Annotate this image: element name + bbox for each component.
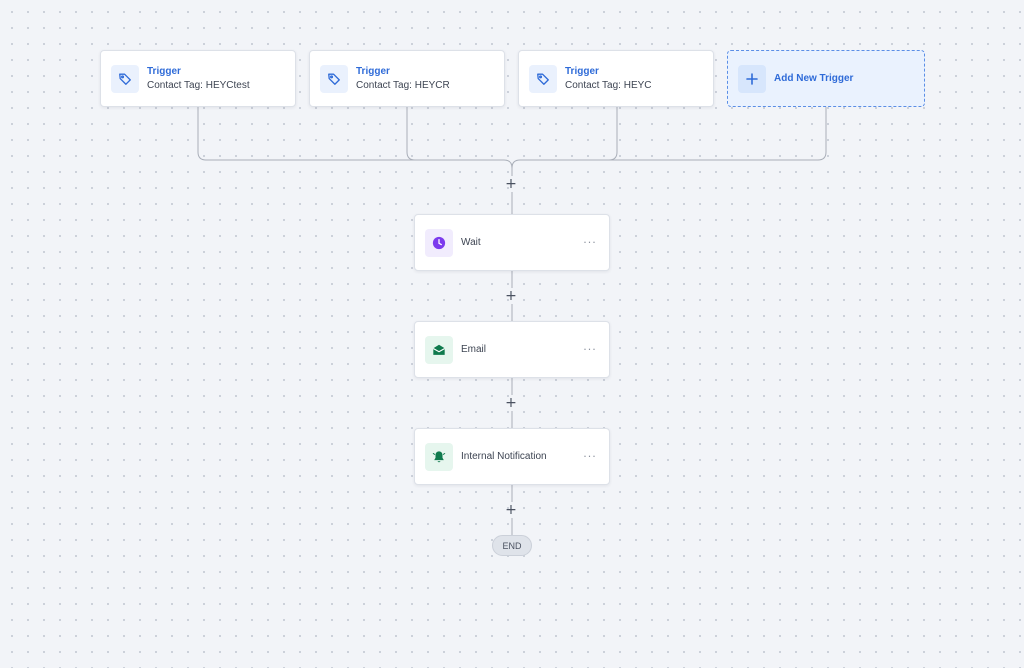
- more-options-button[interactable]: ···: [583, 343, 597, 356]
- trigger-card-heyc[interactable]: Trigger Contact Tag: HEYC: [518, 50, 714, 107]
- plus-icon: [738, 64, 766, 93]
- trigger-subtitle: Contact Tag: HEYC: [565, 79, 652, 91]
- add-step-button[interactable]: +: [505, 176, 517, 192]
- tag-icon: [320, 64, 348, 93]
- add-step-button[interactable]: +: [505, 288, 517, 304]
- trigger-title: Trigger: [147, 65, 181, 77]
- step-card-wait[interactable]: Wait ···: [414, 214, 610, 271]
- step-label: Email: [461, 344, 487, 355]
- tag-icon: [111, 64, 139, 93]
- trigger-subtitle: Contact Tag: HEYCR: [356, 79, 450, 91]
- bell-icon: [425, 442, 453, 471]
- trigger-title: Trigger: [356, 65, 390, 77]
- step-card-internal-notification[interactable]: Internal Notification ···: [414, 428, 610, 485]
- trigger-card-heycr[interactable]: Trigger Contact Tag: HEYCR: [309, 50, 505, 107]
- connector-trigger-3: [520, 107, 618, 161]
- step-label: Wait: [461, 237, 481, 248]
- step-label: Internal Notification: [461, 451, 547, 462]
- connector-trigger-1: [197, 107, 513, 169]
- envelope-icon: [425, 335, 453, 364]
- add-step-button[interactable]: +: [505, 395, 517, 411]
- connector-trigger-2: [406, 107, 504, 161]
- step-card-email[interactable]: Email ···: [414, 321, 610, 378]
- connector-add-trigger: [511, 107, 827, 169]
- more-options-button[interactable]: ···: [583, 450, 597, 463]
- more-options-button[interactable]: ···: [583, 236, 597, 249]
- add-step-button[interactable]: +: [505, 502, 517, 518]
- end-node: END: [492, 535, 532, 556]
- trigger-subtitle: Contact Tag: HEYCtest: [147, 79, 250, 91]
- tag-icon: [529, 64, 557, 93]
- add-trigger-label: Add New Trigger: [774, 73, 854, 84]
- trigger-card-heyctest[interactable]: Trigger Contact Tag: HEYCtest: [100, 50, 296, 107]
- add-new-trigger-button[interactable]: Add New Trigger: [727, 50, 925, 107]
- trigger-title: Trigger: [565, 65, 599, 77]
- clock-icon: [425, 228, 453, 257]
